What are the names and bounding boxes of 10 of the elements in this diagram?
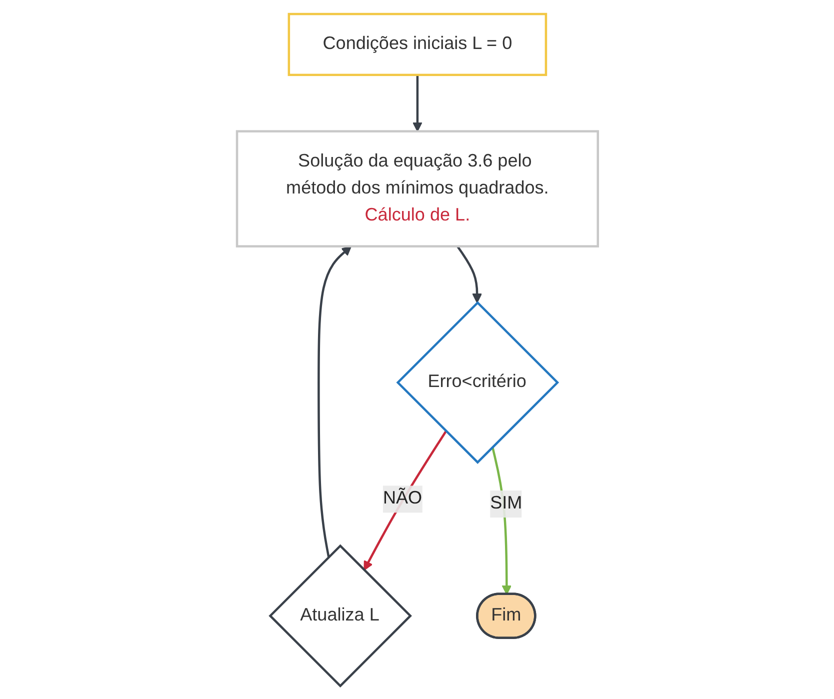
arrow [317,245,352,557]
node-diamond: Erro<critério [396,300,559,464]
edge-label: NÃO [382,488,422,508]
edge-label: SIM [490,493,522,513]
arrow [412,74,422,132]
arrow [363,430,446,570]
node-diamond: Atualiza L [268,544,412,688]
node-box: Condições iniciais L = 0 [287,12,547,76]
arrow [456,245,482,303]
node-box: Solução da equação 3.6 pelo método dos mínimos quadrados. Cálculo de L. [235,130,599,247]
